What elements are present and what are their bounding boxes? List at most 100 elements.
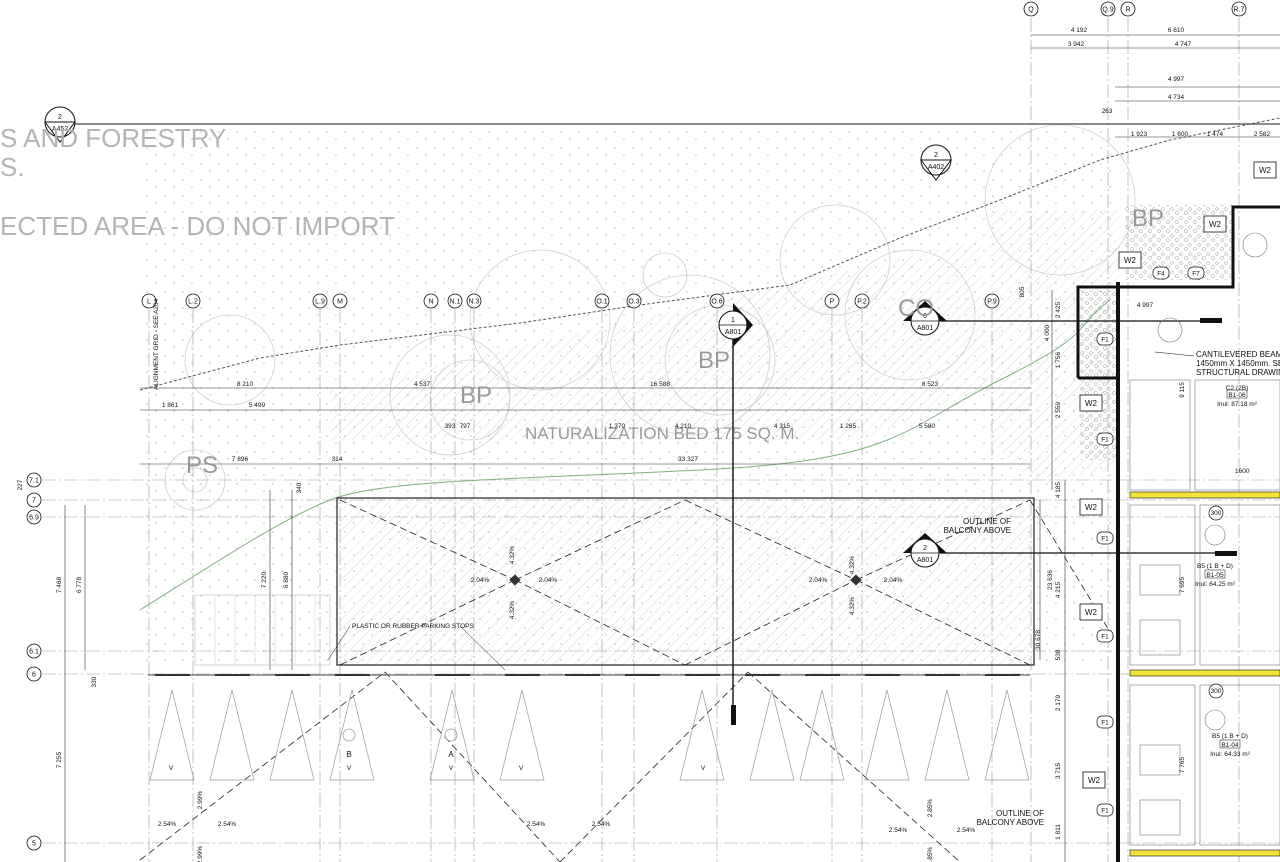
door-tag: 300	[1208, 505, 1224, 521]
material-tag-text: F1	[1101, 536, 1109, 543]
material-tag-text: F7	[1192, 271, 1200, 278]
dimension-value: 340	[296, 482, 303, 493]
slope-value: 2.54%	[889, 827, 908, 834]
header-note-2: S.	[0, 152, 25, 182]
dimension-value: 5 499	[249, 402, 266, 409]
material-tag-text: F1	[1101, 634, 1109, 641]
unit-tag: C2 (2B) B1-06 Inul: 87.18 m²	[1217, 385, 1258, 408]
dimension-value: 1 861	[162, 402, 179, 409]
balcony-note-line: BALCONY ABOVE	[944, 526, 1011, 535]
window-tag: W2	[1118, 251, 1142, 269]
slope-value: 2.04%	[539, 577, 558, 584]
dimension-value: 1 923	[1131, 131, 1148, 138]
grid-bubble-label: P.2	[857, 299, 867, 306]
window-tag-text: W2	[1085, 608, 1098, 617]
dimension-value: 6 610	[1168, 27, 1185, 34]
dimension-value: 33 327	[678, 456, 698, 463]
window-tag: W2	[1079, 498, 1103, 516]
parking-mark: V	[169, 765, 174, 772]
dimension-value: 23 636	[1047, 570, 1054, 590]
grid-bubble: L.9	[312, 293, 328, 309]
grid-bubble: L	[141, 293, 157, 309]
parking-mark: V	[519, 765, 524, 772]
gravel-strip	[1080, 290, 1120, 460]
grid-bubble: N	[423, 293, 439, 309]
unit-name: B5 (1 B + D)	[1212, 733, 1248, 740]
grid-bubble-label: M	[337, 299, 343, 306]
dimension-value: 393	[445, 423, 456, 430]
dimension-value: 3 715	[1055, 762, 1062, 779]
dimension-value: 1 370	[609, 423, 626, 430]
section-mark-a801-1: 1 A801	[718, 303, 753, 347]
section-mark-number: 6	[923, 313, 927, 320]
grid-bubble: N.1	[447, 293, 463, 309]
dimension-value: 2 179	[1055, 694, 1062, 711]
row-grid-bubbles: 7.176.96.165	[26, 472, 42, 851]
zone-label: PS	[186, 452, 218, 479]
slope-value: 2.04%	[809, 577, 828, 584]
dimension-value: 7 765	[1179, 756, 1186, 773]
slope-value: 4.32%	[849, 597, 856, 616]
slope-value: 2.54%	[158, 821, 177, 828]
section-mark-sheet: A801	[917, 557, 933, 564]
room-tag: 1600	[1235, 468, 1250, 475]
dimension-value: 4 734	[1168, 94, 1185, 101]
dimension-value: 4 210	[675, 423, 692, 430]
dimension-value: 1 600	[1172, 131, 1189, 138]
dimension-value: 6 880	[283, 571, 290, 588]
window-tag-text: W2	[1209, 220, 1222, 229]
grid-bubble-label: N	[428, 299, 433, 306]
dimension-value: 2 559	[1055, 401, 1062, 418]
grid-bubble-label: 5	[32, 841, 36, 848]
section-mark-sheet: A801	[917, 325, 933, 332]
material-tag-text: F1	[1101, 808, 1109, 815]
naturalization-bed-label: NATURALIZATION BED 175 SQ. M.	[525, 424, 799, 443]
dimension-value: 330	[91, 676, 98, 687]
dimension-value: 4 537	[414, 381, 431, 388]
grid-bubble: 6	[26, 666, 42, 682]
dimension-lines	[64, 34, 1280, 862]
grid-bubble: O.1	[594, 293, 610, 309]
dimension-value: 3 942	[1068, 41, 1085, 48]
dimension-value: 538	[1055, 649, 1062, 660]
balcony-note-line: OUTLINE OF	[963, 517, 1011, 526]
unit-name: B5 (1 B + D)	[1197, 563, 1233, 570]
dimension-value: 7 255	[56, 751, 63, 768]
cantilever-note-line: 1450mm X 1450mm. SEE	[1196, 359, 1280, 368]
dimension-value: 2 425	[1055, 301, 1062, 318]
window-tag-text: W2	[1088, 776, 1101, 785]
door-tag-text: 300	[1211, 688, 1222, 695]
slope-value: 2.04%	[884, 577, 903, 584]
window-tag: W2	[1079, 603, 1103, 621]
section-mark-number: 2	[58, 114, 62, 121]
slope-value: 2.85%	[927, 799, 934, 818]
grid-bubble-label: O.3	[628, 299, 639, 306]
dimension-value: 314	[332, 456, 343, 463]
dimension-value: 1 265	[840, 423, 857, 430]
section-mark-a801-6: 6 A801	[903, 301, 947, 336]
grid-bubble-label: 6.1	[29, 649, 39, 656]
grid-bubble-label: L.2	[188, 299, 198, 306]
grid-bubble-label: 7.1	[29, 478, 39, 485]
window-tag-text: W2	[1085, 503, 1098, 512]
grid-bubble-label: N.1	[450, 299, 461, 306]
grid-bubble: M	[332, 293, 348, 309]
dimension-value: 1 756	[1055, 351, 1062, 368]
window-tag: W2	[1082, 771, 1106, 789]
dimension-value: 4 185	[1055, 481, 1062, 498]
grid-bubble: Q	[1023, 1, 1039, 17]
dimension-value: 8 210	[237, 381, 254, 388]
slope-value: 2.04%	[471, 577, 490, 584]
grid-bubble-label: Q	[1028, 7, 1034, 14]
slope-value: 2.99%	[197, 846, 204, 862]
dimension-value: 16 588	[650, 381, 670, 388]
header-note-1: S AND FORESTRY	[0, 123, 226, 153]
drain-marker	[509, 574, 521, 586]
material-tag: F1	[1096, 715, 1114, 729]
grid-bubble-label: Q.9	[1102, 7, 1113, 14]
grid-bubble-label: P.9	[987, 299, 997, 306]
dimension-value: 5 580	[919, 423, 936, 430]
grid-bubble-label: R.7	[1234, 7, 1245, 14]
naturalization-bed-hatch	[330, 240, 990, 440]
